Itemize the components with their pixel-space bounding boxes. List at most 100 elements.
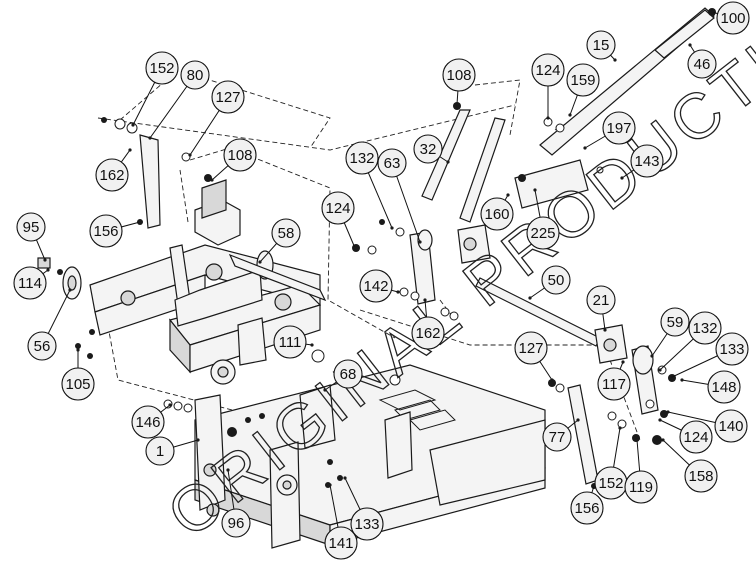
callout-number: 56 (34, 338, 51, 355)
callout-leader-dot (650, 354, 654, 358)
callout-circle (531, 53, 565, 87)
part-callout-162: 162 (95, 148, 132, 192)
part-callout-141: 141 (324, 483, 358, 560)
callout-circle (660, 307, 690, 337)
callout-leader-dot (46, 268, 50, 272)
callout-circle (679, 420, 713, 454)
part-callout-46: 46 (687, 43, 717, 79)
callout-leader-dot (546, 116, 550, 120)
callout-circle (688, 311, 722, 345)
part-callout-111: 111 (273, 325, 314, 359)
callout-number: 15 (593, 37, 610, 54)
callout-circle (333, 359, 363, 389)
callout-number: 77 (549, 429, 566, 446)
callout-leader-dot (390, 226, 394, 230)
callout-number: 32 (420, 141, 437, 158)
callout-number: 225 (530, 225, 555, 242)
part-callout-148: 148 (680, 370, 741, 404)
callout-circle (95, 158, 129, 192)
callout-circle (27, 331, 57, 361)
part-callout-63: 63 (377, 148, 422, 244)
handle-bar (514, 7, 716, 209)
callout-circle (273, 325, 307, 359)
callout-leader-dot (343, 476, 347, 480)
part-callout-124: 124 (531, 53, 565, 120)
callout-number: 140 (718, 418, 743, 435)
callout-number: 141 (328, 535, 353, 552)
callout-number: 124 (535, 62, 560, 79)
callout-leader-dot (618, 426, 622, 430)
callout-number: 21 (593, 292, 610, 309)
part-callout-100: 100 (710, 1, 750, 35)
part-callout-225: 225 (526, 188, 560, 250)
part-callout-108: 108 (442, 58, 476, 106)
callout-leader-dot (528, 296, 532, 300)
part-callout-132: 132 (658, 311, 722, 372)
part-callout-146: 146 (131, 403, 172, 439)
callout-number: 146 (135, 414, 160, 431)
callout-number: 100 (720, 10, 745, 27)
part-callout-1: 1 (145, 436, 200, 466)
part-callout-95: 95 (16, 212, 47, 262)
callout-leader-dot (661, 438, 665, 442)
callout-circle (13, 266, 47, 300)
callout-circle (624, 470, 658, 504)
callout-number: 156 (574, 500, 599, 517)
callout-leader-dot (576, 418, 580, 422)
callout-number: 80 (187, 67, 204, 84)
callout-number: 127 (215, 89, 240, 106)
callout-leader-dot (128, 148, 132, 152)
callout-leader-dot (583, 146, 587, 150)
callout-circle (597, 367, 631, 401)
callout-leader-dot (76, 348, 80, 352)
callout-leader-dot (635, 438, 639, 442)
callout-leader-dot (310, 343, 314, 347)
callout-leader-dot (353, 246, 357, 250)
part-callout-142: 142 (359, 269, 400, 303)
callout-leader-dot (688, 43, 692, 47)
callout-leader-dot (226, 468, 230, 472)
callout-leader-dot (423, 298, 427, 302)
callout-number: 114 (18, 275, 42, 292)
part-callout-152: 152 (594, 426, 628, 500)
callout-leader-dot (613, 58, 617, 62)
part-callout-127: 127 (514, 331, 554, 382)
callout-number: 133 (354, 516, 379, 533)
callout-circle (480, 197, 514, 231)
part-callout-59: 59 (650, 307, 690, 358)
callout-number: 159 (570, 72, 595, 89)
callout-leader-dot (323, 388, 327, 392)
callout-leader-dot (446, 160, 450, 164)
part-callout-197: 197 (583, 111, 636, 150)
part-callout-119: 119 (624, 438, 658, 504)
callout-leader-dot (328, 483, 332, 487)
part-callout-156: 156 (570, 484, 604, 525)
callout-circle (89, 214, 123, 248)
part-callout-50: 50 (528, 265, 571, 300)
callout-number: 124 (683, 429, 708, 446)
part-callout-143: 143 (620, 144, 664, 180)
part-callout-133: 133 (668, 332, 749, 380)
callout-number: 117 (602, 376, 626, 393)
callout-leader-dot (658, 368, 662, 372)
callout-number: 162 (415, 325, 440, 342)
callout-leader-dot (148, 136, 152, 140)
callout-leader-dot (138, 220, 142, 224)
callout-number: 50 (548, 272, 565, 289)
callout-circle (570, 491, 604, 525)
callout-number: 95 (23, 219, 40, 236)
part-callout-105: 105 (61, 348, 95, 401)
callout-circle (526, 216, 560, 250)
callout-leader-dot (168, 403, 172, 407)
callout-circle (630, 144, 664, 178)
part-callout-68: 68 (323, 359, 363, 392)
callout-circle (16, 212, 46, 242)
callout-leader-dot (455, 102, 459, 106)
part-callout-80: 80 (148, 60, 210, 140)
callout-leader-dot (131, 123, 135, 127)
callout-circle (586, 30, 616, 60)
callout-number: 108 (446, 67, 471, 84)
callout-circle (542, 422, 572, 452)
callout-leader-dot (568, 113, 572, 117)
